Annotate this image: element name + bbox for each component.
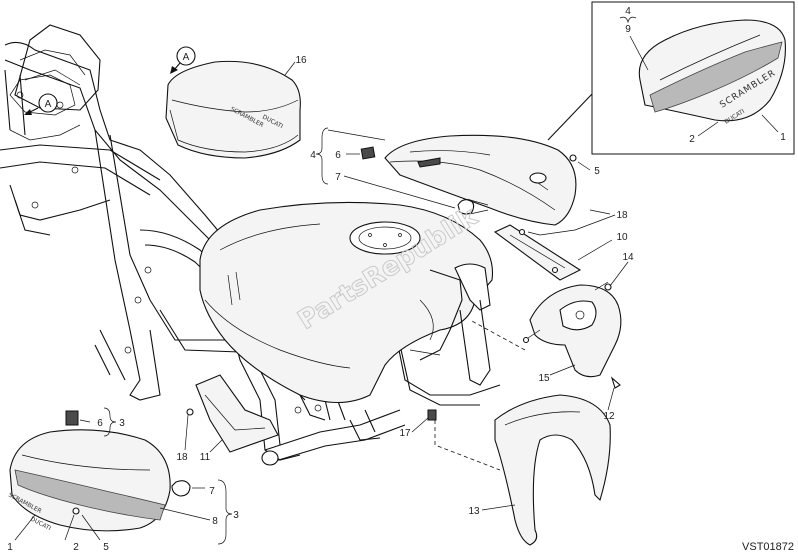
marker-a-left: A — [45, 99, 52, 110]
callout-13: 13 — [468, 506, 480, 517]
fuel-tank — [199, 201, 494, 403]
callout-5-bottom: 5 — [103, 542, 109, 553]
callout-3-bottom: 3 — [233, 510, 239, 521]
view-marker-a-top: A — [170, 46, 196, 74]
callout-7-top: 7 — [335, 172, 341, 183]
side-panel-bottom: SCRAMBLER DUCATI — [7, 410, 191, 532]
callout-16: 16 — [295, 55, 307, 66]
callout-labels: 16 5 4 6 7 18 10 14 15 12 6 3 18 11 17 1… — [7, 55, 634, 553]
callout-17: 17 — [399, 428, 411, 439]
callout-12: 12 — [603, 411, 615, 422]
inset-view: SCRAMBLER DUCATI 4 9 2 1 — [591, 1, 795, 155]
callout-10: 10 — [616, 232, 628, 243]
callout-7-bottom: 7 — [209, 486, 215, 497]
leader-lines — [14, 127, 629, 545]
part-13-cover — [434, 394, 611, 546]
fasteners — [427, 154, 612, 421]
callout-14: 14 — [622, 252, 634, 263]
callout-6-top: 6 — [335, 150, 341, 161]
inset-leader-line — [547, 93, 593, 141]
callout-9-inset: 9 — [625, 24, 631, 35]
callout-1-bottom: 1 — [7, 542, 13, 553]
side-panel-top — [360, 134, 577, 226]
marker-a-top: A — [183, 52, 190, 63]
callout-15: 15 — [538, 373, 550, 384]
callout-2-inset: 2 — [689, 134, 695, 145]
callout-6-bottom: 6 — [97, 418, 103, 429]
callout-4-left: 4 — [310, 150, 316, 161]
callout-18-bottom: 18 — [176, 452, 188, 463]
callout-18-right: 18 — [616, 210, 628, 221]
callout-3-mid: 3 — [119, 418, 125, 429]
drawing-code: VST01872 — [742, 541, 794, 553]
callout-11: 11 — [200, 452, 211, 463]
callout-8: 8 — [212, 516, 218, 527]
callout-5-top: 5 — [594, 166, 600, 177]
part-11-bracket — [186, 374, 279, 453]
callout-1-inset: 1 — [780, 132, 786, 143]
part-16-cover: SCRAMBLER DUCATI — [165, 60, 301, 159]
callout-2-bottom: 2 — [73, 542, 79, 553]
part-10-bracket — [493, 224, 582, 281]
part-15-housing — [469, 281, 622, 389]
callout-4-inset: 4 — [625, 6, 631, 17]
view-marker-a-left: A — [24, 93, 58, 115]
grommet-17 — [427, 409, 437, 421]
